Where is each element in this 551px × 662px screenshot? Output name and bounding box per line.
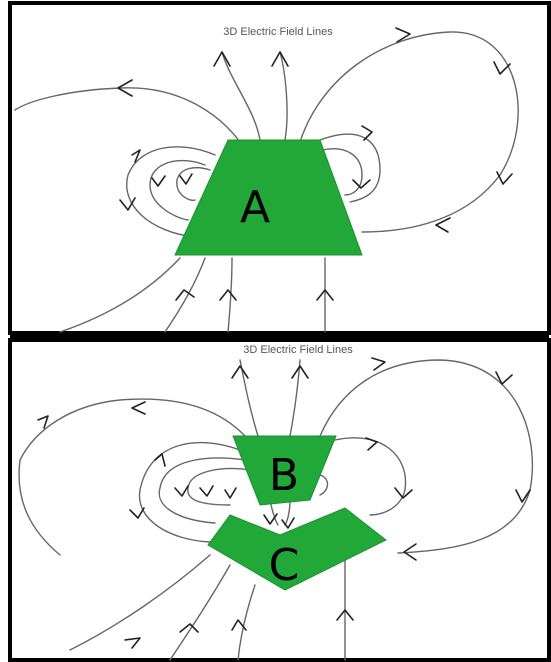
arrowhead-icon [352, 179, 371, 189]
field-line [169, 564, 231, 661]
arrowhead-icon [179, 623, 199, 633]
field-line [299, 31, 519, 233]
arrowhead-icon [281, 517, 295, 529]
arrowhead-icon [154, 453, 166, 467]
arrowhead-icon [131, 401, 146, 415]
arrowhead-icon [117, 79, 133, 97]
field-line [319, 359, 534, 554]
arrowhead-icon [224, 487, 237, 499]
field-line [69, 554, 211, 651]
object-c-shape [207, 507, 387, 591]
field-line [14, 87, 241, 143]
field-line [138, 441, 241, 543]
field-line [319, 474, 329, 496]
arrowhead-icon [395, 27, 411, 43]
arrowhead-icon [175, 289, 195, 301]
field-line [176, 167, 211, 202]
arrowhead-icon [151, 175, 166, 187]
arrowhead-icon [271, 51, 289, 67]
object-b-label: B [269, 450, 299, 501]
arrowhead-icon [316, 289, 334, 301]
arrowhead-icon [365, 437, 378, 451]
arrowhead-icon [495, 371, 513, 385]
object-a-shape [174, 139, 363, 256]
arrowhead-icon [394, 487, 413, 499]
arrowhead-icon [263, 513, 278, 525]
arrowhead-icon [199, 485, 214, 497]
panel-separator [10, 333, 549, 340]
arrowhead-icon [515, 489, 531, 503]
field-line [227, 257, 233, 333]
arrowhead-icon [174, 485, 189, 497]
arrowhead-icon [336, 609, 354, 621]
panel-top-field-lines [14, 31, 519, 333]
field-line [18, 398, 246, 556]
panel-bottom-field-lines [18, 359, 534, 661]
arrowhead-icon [129, 507, 145, 519]
field-line [187, 467, 251, 506]
field-line [158, 457, 246, 524]
panel-top-arrows [117, 27, 513, 301]
arrowhead-icon [179, 173, 193, 185]
field-line [284, 499, 291, 526]
panel-bottom-arrows [37, 357, 531, 649]
panel-bottom: 3D Electric Field Lines [8, 338, 551, 662]
object-a-label: A [240, 182, 270, 233]
arrowhead-icon [361, 125, 373, 141]
object-c-label: C [269, 540, 300, 591]
arrowhead-icon [119, 197, 136, 211]
arrowhead-icon [231, 619, 247, 631]
arrowhead-icon [219, 289, 237, 301]
arrowhead-icon [213, 51, 231, 67]
field-line [126, 146, 216, 238]
field-line [334, 437, 407, 516]
arrowhead-icon [496, 171, 513, 185]
field-line [321, 148, 363, 196]
arrowhead-icon [371, 357, 386, 371]
field-line [279, 51, 288, 141]
arrowhead-icon [435, 217, 451, 233]
arrowhead-icon [493, 61, 511, 75]
arrowhead-icon [37, 415, 49, 429]
field-line [59, 257, 181, 333]
arrowhead-icon [131, 149, 141, 163]
panel-bottom-frame [8, 338, 551, 662]
arrowhead-icon [291, 365, 309, 379]
field-line [289, 359, 301, 437]
panel-top-title: 3D Electric Field Lines [223, 26, 333, 38]
field-line [149, 159, 206, 221]
arrowhead-icon [231, 365, 249, 379]
panel-top: 3D Electric Field Lines [8, 1, 551, 335]
field-line [221, 51, 261, 141]
object-b-shape [232, 435, 337, 506]
field-line [319, 133, 381, 203]
panel-bottom-title: 3D Electric Field Lines [243, 344, 353, 356]
arrowhead-icon [403, 543, 417, 561]
field-line [164, 257, 206, 333]
arrowhead-icon [124, 637, 141, 649]
